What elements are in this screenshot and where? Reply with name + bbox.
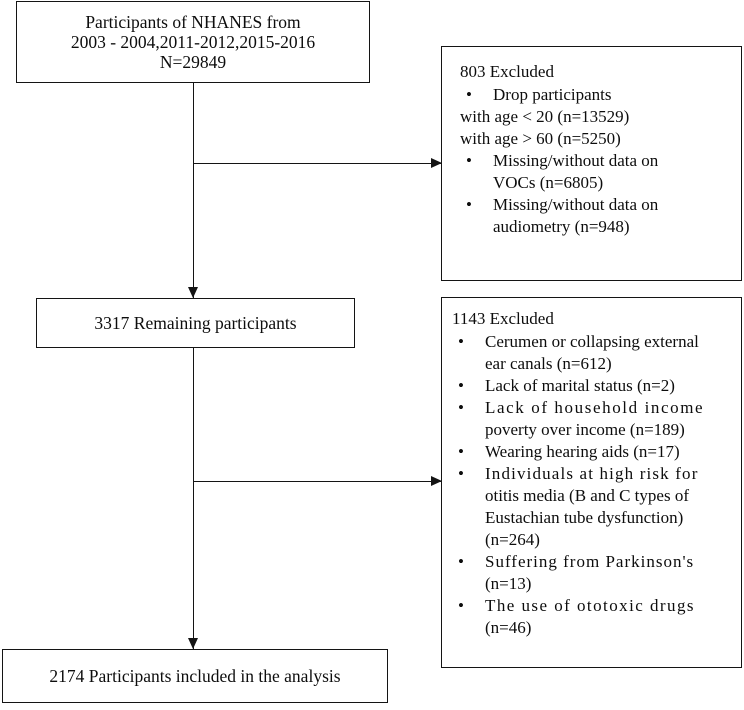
exclusion-1-item-2-cont-0: audiometry (n=948) — [493, 217, 630, 236]
source-line-2: 2003 - 2004,2011-2012,2015-2016 — [70, 32, 316, 52]
bullet-point-icon: • — [466, 85, 472, 104]
bullet-point-icon: • — [466, 151, 472, 170]
exclusion-1-item-missing-vocs: • Missing/without data on VOCs (n=6805) — [460, 150, 733, 194]
exclusion-2-item-4-cont-2: (n=264) — [485, 530, 540, 549]
exclusion-2-item-4-cont-0: otitis media (B and C types of — [485, 486, 689, 505]
exclusion-box-1: 803 Excluded • Drop participants with ag… — [441, 46, 742, 281]
exclusion-1-item-1-main: Missing/without data on — [493, 151, 659, 170]
bullet-point-icon: • — [458, 596, 464, 615]
arrowhead-to-remaining-box — [187, 287, 198, 298]
exclusion-2-item-1-main: Lack of marital status (n=2) — [485, 376, 675, 395]
source-line-3: N=29849 — [159, 52, 227, 72]
included-participants-box: 2174 Participants included in the analys… — [2, 649, 388, 703]
remaining-participants-box: 3317 Remaining participants — [36, 298, 355, 348]
exclusion-2-item-5-main: Suffering from Parkinson's — [485, 552, 695, 571]
exclusion-box-2: 1143 Excluded • Cerumen or collapsing ex… — [441, 297, 742, 668]
exclusion-2-item-marital-status: • Lack of marital status (n=2) — [452, 375, 733, 397]
exclusion-2-item-hearing-aids: • Wearing hearing aids (n=17) — [452, 441, 733, 463]
exclusion-2-item-6-cont-0: (n=46) — [485, 618, 532, 637]
exclusion-2-item-4-cont-1: Eustachian tube dysfunction) — [485, 508, 684, 527]
connector-remaining-to-included — [192, 348, 195, 649]
connector-branch-to-exclusion-1 — [193, 162, 442, 165]
connector-branch-to-exclusion-2 — [193, 480, 442, 483]
exclusion-2-item-5-cont-0: (n=13) — [485, 574, 532, 593]
exclusion-2-item-cerumen: • Cerumen or collapsing external ear can… — [452, 331, 733, 375]
bullet-point-icon: • — [458, 376, 464, 395]
source-line-1: Participants of NHANES from — [85, 12, 301, 32]
exclusion-1-item-drop-participants: • Drop participants with age < 20 (n=135… — [460, 84, 733, 150]
bullet-point-icon: • — [458, 332, 464, 351]
source-population-box: Participants of NHANES from 2003 - 2004,… — [16, 1, 370, 83]
exclusion-2-item-2-main: Lack of household income — [485, 398, 705, 417]
exclusion-1-item-0-cont-1: with age > 60 (n=5250) — [460, 129, 621, 148]
bullet-point-icon: • — [458, 464, 464, 483]
bullet-point-icon: • — [458, 552, 464, 571]
arrowhead-to-included-box — [187, 638, 198, 649]
exclusion-2-item-0-cont-0: ear canals (n=612) — [485, 354, 612, 373]
exclusion-2-item-ototoxic-drugs: • The use of ototoxic drugs (n=46) — [452, 595, 733, 639]
exclusion-2-item-4-main: Individuals at high risk for — [485, 464, 699, 483]
exclusion-1-bullet-list: • Drop participants with age < 20 (n=135… — [460, 84, 733, 238]
exclusion-1-item-1-cont-0: VOCs (n=6805) — [493, 173, 604, 192]
exclusion-2-item-parkinsons: • Suffering from Parkinson's (n=13) — [452, 551, 733, 595]
exclusion-2-heading: 1143 Excluded — [452, 309, 554, 328]
exclusion-1-item-2-main: Missing/without data on — [493, 195, 659, 214]
exclusion-2-item-6-main: The use of ototoxic drugs — [485, 596, 695, 615]
bullet-point-icon: • — [458, 398, 464, 417]
exclusion-2-item-household-income: • Lack of household income poverty over … — [452, 397, 733, 441]
arrowhead-to-exclusion-2 — [431, 475, 442, 486]
exclusion-2-item-otitis-media: • Individuals at high risk for otitis me… — [452, 463, 733, 551]
exclusion-1-item-0-main: Drop participants — [493, 85, 612, 104]
exclusion-2-item-3-main: Wearing hearing aids (n=17) — [485, 442, 680, 461]
exclusion-1-item-missing-audiometry: • Missing/without data on audiometry (n=… — [460, 194, 733, 238]
exclusion-2-bullet-list: • Cerumen or collapsing external ear can… — [452, 331, 733, 639]
bullet-point-icon: • — [458, 442, 464, 461]
exclusion-1-heading: 803 Excluded — [460, 62, 554, 81]
included-participants-label: 2174 Participants included in the analys… — [49, 666, 341, 686]
arrowhead-to-exclusion-1 — [431, 157, 442, 168]
connector-source-to-remaining — [192, 83, 195, 298]
exclusion-1-item-0-cont-0: with age < 20 (n=13529) — [460, 107, 630, 126]
remaining-participants-label: 3317 Remaining participants — [94, 313, 297, 333]
bullet-point-icon: • — [466, 195, 472, 214]
exclusion-2-item-2-cont-0: poverty over income (n=189) — [485, 420, 685, 439]
exclusion-2-item-0-main: Cerumen or collapsing external — [485, 332, 699, 351]
